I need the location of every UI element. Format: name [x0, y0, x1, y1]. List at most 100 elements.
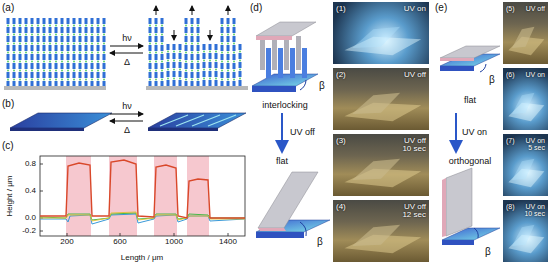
rod-segment	[37, 70, 39, 72]
strain-arrow	[228, 6, 229, 15]
rod-segment	[161, 54, 164, 60]
rod-segment	[149, 54, 152, 60]
rod-segment	[209, 62, 212, 68]
rod-segment	[61, 72, 64, 78]
photo-caption: UV on	[404, 5, 426, 13]
rod-segment	[73, 27, 76, 33]
rod-segment	[239, 44, 242, 50]
rod-segment	[25, 45, 28, 51]
film-sheet	[10, 113, 112, 128]
rod-segment	[185, 18, 188, 24]
photo-caption: UV off	[404, 71, 426, 79]
rod-segment	[79, 27, 82, 33]
rod-segment	[61, 36, 64, 42]
rod-segment	[221, 72, 224, 78]
rod-segment	[73, 52, 75, 54]
panel-label: (d)	[250, 3, 262, 13]
rod-segment	[155, 43, 157, 45]
rod-segment	[197, 79, 199, 81]
rod-segment	[37, 72, 40, 78]
rod-segment	[191, 25, 193, 27]
rod-segment	[185, 36, 188, 42]
rod-segment	[167, 51, 169, 53]
rod-segment	[221, 79, 223, 81]
rod-segment	[91, 27, 94, 33]
rod-segment	[79, 36, 82, 42]
rod-segment	[103, 45, 106, 51]
rod-segment	[97, 27, 100, 33]
rod-segment	[67, 25, 69, 27]
rod-segment	[233, 36, 236, 42]
photo-caption: UV on 10 sec	[522, 203, 545, 218]
rod-segment	[49, 45, 52, 51]
photo-number: (6)	[506, 71, 515, 78]
device	[512, 27, 535, 48]
rod-segment	[31, 18, 34, 24]
rod-segment	[149, 18, 152, 24]
film-sheet	[148, 113, 246, 128]
rod-segment	[85, 45, 88, 51]
rod-segment	[191, 52, 193, 54]
rod-segment	[191, 72, 194, 78]
photo-panel: (7)UV on 5 sec	[503, 134, 548, 196]
rod-segment	[221, 25, 223, 27]
rod-segment	[185, 43, 187, 45]
angle-symbol: β	[317, 237, 323, 247]
actuator-interlocking	[252, 22, 318, 92]
photo-panel: (4)UV off 12 sec	[333, 200, 429, 262]
rod-segment	[55, 34, 57, 36]
rod-segment	[25, 27, 28, 33]
rod-segment	[19, 36, 22, 42]
rod-segment	[13, 45, 16, 51]
rod-segment	[7, 18, 10, 24]
symbol: Δ	[124, 58, 130, 67]
rod-segment	[227, 70, 229, 72]
rod-segment	[233, 61, 235, 63]
rod-segment	[97, 79, 99, 81]
rod-segment	[227, 52, 229, 54]
rod-segment	[103, 43, 105, 45]
rod-segment	[103, 34, 105, 36]
rod-segment	[55, 43, 57, 45]
rod-segment	[215, 78, 217, 80]
rod-segment	[167, 71, 170, 77]
rod-segment	[103, 54, 106, 60]
rod-segment	[227, 79, 229, 81]
rod-segment	[209, 78, 211, 80]
rod-segment	[239, 53, 242, 59]
rod-segment	[85, 70, 87, 72]
rod-segment	[227, 43, 229, 45]
rod-segment	[85, 18, 88, 24]
rod-segment	[61, 25, 63, 27]
rod-segment	[91, 34, 93, 36]
rod-segment	[209, 60, 211, 62]
rod-segment	[149, 25, 151, 27]
rod-segment	[239, 62, 242, 68]
rod-segment	[155, 63, 158, 69]
rod-segment	[67, 70, 69, 72]
rod-segment	[227, 27, 230, 33]
rod-segment	[233, 72, 236, 78]
rod-segment	[203, 69, 205, 71]
rod-segment	[185, 52, 187, 54]
stimulus-label: UV on	[462, 128, 487, 137]
rod-segment	[149, 79, 151, 81]
panel-label: (a)	[2, 3, 14, 13]
rod-segment	[49, 54, 52, 60]
rod-segment	[227, 36, 230, 42]
rod-segment	[221, 70, 223, 72]
symbol: Δ	[124, 126, 130, 135]
rod-segment	[197, 72, 200, 78]
rod-segment	[215, 51, 217, 53]
rod-segment	[155, 18, 158, 24]
panel-label: (e)	[435, 3, 447, 13]
rod-segment	[49, 18, 52, 24]
state-label: flat	[464, 96, 476, 105]
state-arrow	[281, 113, 283, 150]
state-label: flat	[276, 157, 288, 166]
rod-segment	[191, 61, 193, 63]
state-arrow	[455, 113, 457, 150]
rod-segment	[49, 61, 51, 63]
rod-segment	[173, 80, 176, 86]
rod-segment	[161, 34, 163, 36]
